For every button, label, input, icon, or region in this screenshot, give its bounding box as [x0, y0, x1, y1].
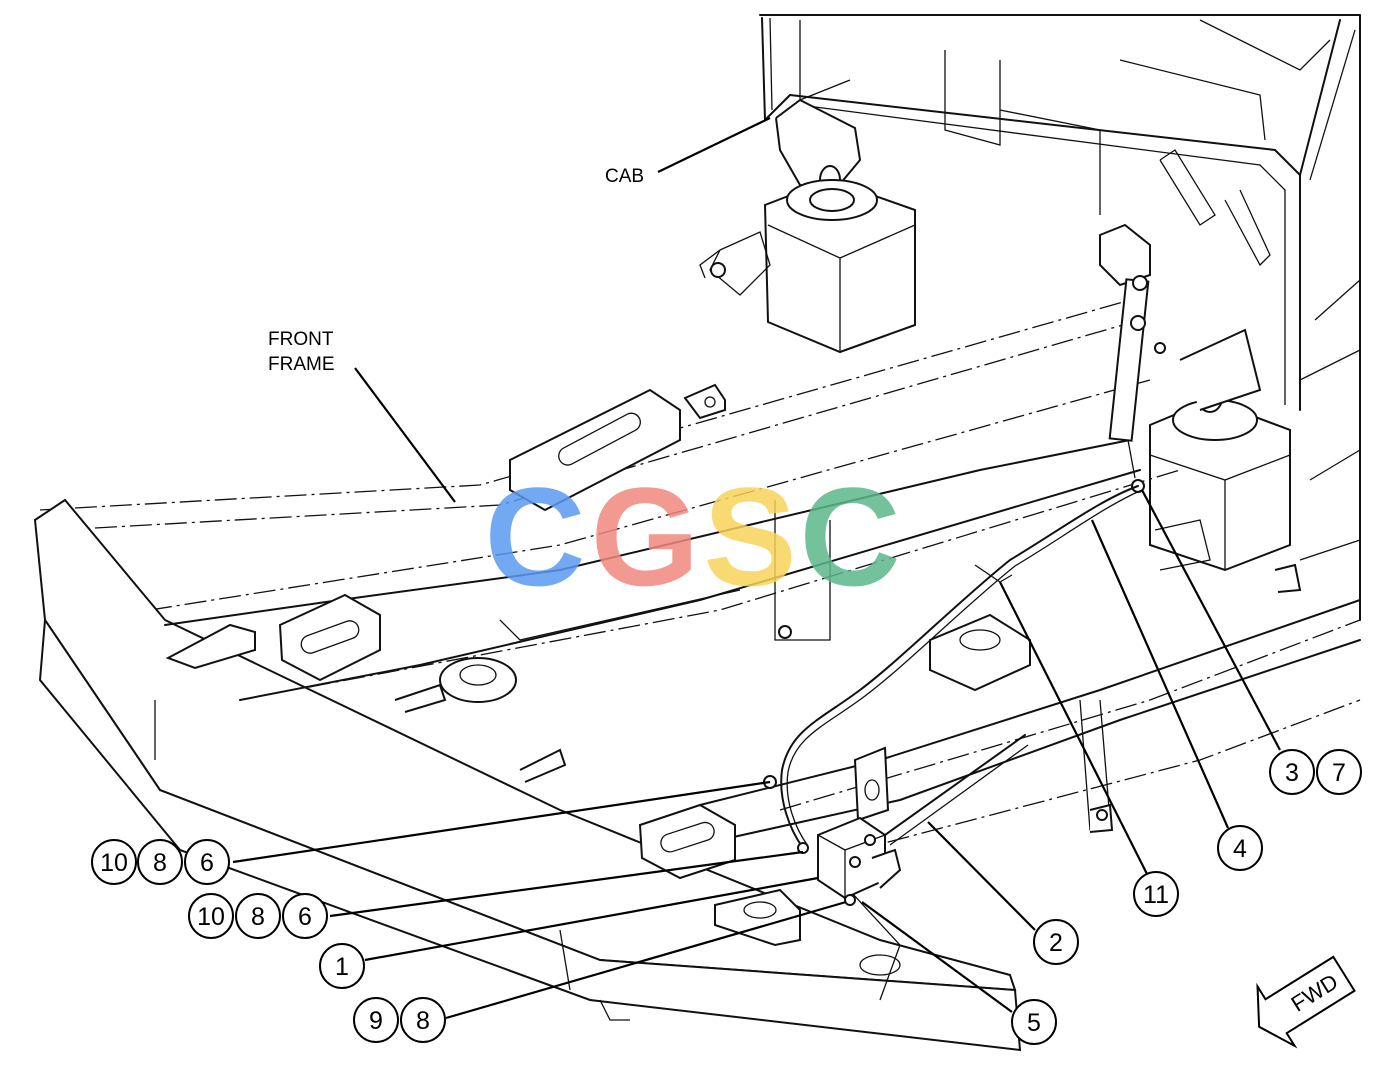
- watermark-letter: C: [484, 458, 585, 615]
- callout-number: 4: [1233, 835, 1247, 863]
- callout-item-5: 5: [1011, 999, 1057, 1045]
- callout-group-3-7: 3 7: [1269, 749, 1362, 795]
- callout-number: 8: [251, 903, 265, 931]
- callout-number: 1: [335, 953, 349, 981]
- callout-number: 8: [416, 1007, 430, 1035]
- callout-number: 6: [200, 849, 214, 877]
- callout-number: 2: [1049, 929, 1063, 957]
- callout-number: 5: [1027, 1009, 1041, 1037]
- callout-item-4: 4: [1217, 825, 1263, 871]
- watermark-letter: S: [703, 458, 796, 615]
- front-frame-label-line2: FRAME: [268, 354, 335, 375]
- callout-number: 9: [369, 1007, 383, 1035]
- watermark-letter: G: [591, 458, 700, 615]
- callout-item-2: 2: [1033, 919, 1079, 965]
- front-frame: [33, 299, 1361, 1052]
- callout-group-9-8: 9 8: [353, 997, 446, 1043]
- callout-number: 10: [100, 849, 128, 877]
- watermark: C G S C: [484, 458, 900, 615]
- callout-item-11: 11: [1133, 871, 1179, 917]
- watermark-letter: C: [799, 458, 900, 615]
- callout-item-1: 1: [319, 943, 365, 989]
- callout-group-10-8-6-upper: 10 8 6: [91, 839, 230, 885]
- cab-structure: [699, 14, 1361, 621]
- callout-number: 3: [1285, 759, 1299, 787]
- callout-group-10-8-6-lower: 10 8 6: [188, 893, 328, 939]
- callout-number: 8: [153, 849, 167, 877]
- front-frame-label-line1: FRONT: [268, 329, 334, 350]
- callout-number: 10: [197, 903, 225, 931]
- leader-lines: [232, 117, 1281, 1020]
- callout-number: 6: [298, 903, 312, 931]
- cab-label: CAB: [605, 166, 644, 187]
- callout-number: 11: [1143, 881, 1169, 909]
- callout-number: 7: [1332, 759, 1346, 787]
- switch-linkage-assembly: [763, 223, 1166, 906]
- fwd-direction-arrow: FWD: [1256, 955, 1356, 1049]
